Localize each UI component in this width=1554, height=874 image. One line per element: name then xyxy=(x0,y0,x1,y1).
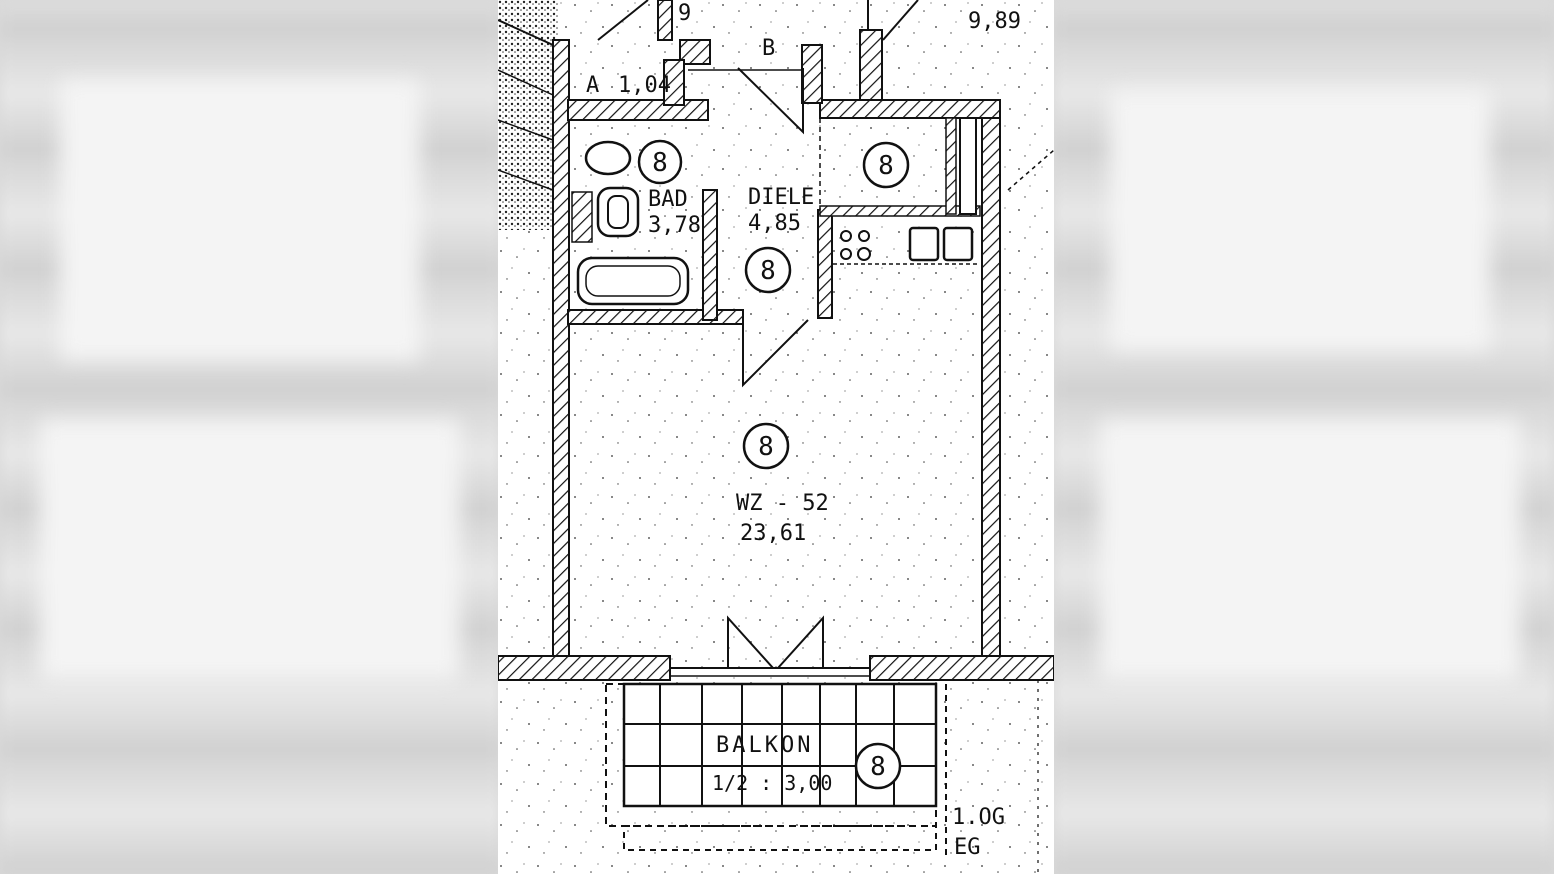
wall-bath-south xyxy=(567,309,744,325)
circle-marker-balkon: 8 xyxy=(854,742,902,790)
room-wz-area: 23,61 xyxy=(740,521,806,546)
wall-kitchen-north xyxy=(819,99,1001,119)
floor-plan: 8 8 8 8 8 9 xyxy=(498,0,1054,874)
blurred-panel xyxy=(1100,420,1520,680)
blurred-panel xyxy=(60,80,420,360)
toilet-icon xyxy=(584,140,632,176)
room-bad-area: 3,78 xyxy=(648,213,701,238)
circle-marker-kitchen: 8 xyxy=(862,141,910,189)
blurred-panel xyxy=(40,420,460,680)
room-diele-area: 4,85 xyxy=(748,211,801,236)
room-b-code: B xyxy=(762,36,775,61)
stove-burner-icon xyxy=(840,248,852,260)
svg-text:8: 8 xyxy=(758,432,774,462)
top-area-right: 9,89 xyxy=(968,9,1021,34)
door-swing-living xyxy=(742,319,809,388)
stove-burner-icon xyxy=(858,230,870,242)
kitchen-sink-icon xyxy=(908,226,940,262)
room-a-area: 1,04 xyxy=(618,73,671,98)
svg-text:8: 8 xyxy=(870,752,886,782)
floor-label-upper: 1.OG xyxy=(952,805,1005,830)
circle-marker-diele: 8 xyxy=(744,246,792,294)
room-a-code: A xyxy=(586,73,599,98)
floor-plan-sheet: 8 8 8 8 8 9 xyxy=(498,0,1054,874)
room-diele-name: DIELE xyxy=(748,185,814,210)
wall-bath-east xyxy=(702,189,718,321)
room-wz-name: WZ - 52 xyxy=(736,491,829,516)
room-balkon-name: BALKON xyxy=(716,733,813,758)
top-number-left: 9 xyxy=(678,1,691,26)
stove-burner-icon xyxy=(840,230,852,242)
room-bad-name: BAD xyxy=(648,187,688,212)
svg-text:8: 8 xyxy=(878,151,894,181)
svg-text:8: 8 xyxy=(652,148,668,178)
door-swing-entry xyxy=(737,67,804,135)
blurred-panel xyxy=(1110,90,1490,350)
wall-bath-north xyxy=(567,99,709,121)
wall-east xyxy=(981,99,1001,661)
floor-label-lower: EG xyxy=(954,835,981,860)
stair-area xyxy=(498,0,558,230)
kitchen-counter xyxy=(819,205,981,217)
kitchen-sink-icon xyxy=(942,226,974,262)
circle-marker-bad: 8 xyxy=(637,139,683,185)
wall-kitchen-west xyxy=(817,209,833,319)
svg-text:8: 8 xyxy=(760,256,776,286)
wall-south-left xyxy=(498,655,671,681)
wall-west xyxy=(552,39,570,661)
wall-south-right xyxy=(869,655,1054,681)
circle-marker-wz: 8 xyxy=(742,422,790,470)
room-balkon-area: 1/2 : 3,00 xyxy=(712,771,832,795)
floor-plan-drawing: 8 8 8 8 8 9 xyxy=(498,0,1054,874)
stove-burner-icon xyxy=(857,247,871,261)
